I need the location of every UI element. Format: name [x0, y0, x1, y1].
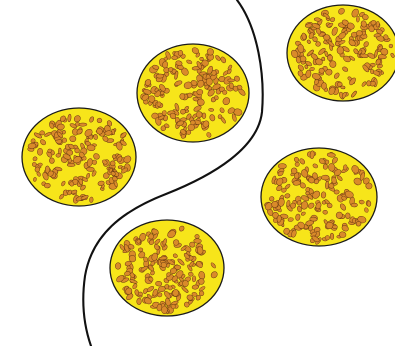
- disc-2: [22, 108, 136, 206]
- disc-3: [287, 5, 395, 101]
- disc-1: [137, 44, 249, 142]
- disc-4: [261, 148, 377, 246]
- disc-5: [110, 220, 224, 316]
